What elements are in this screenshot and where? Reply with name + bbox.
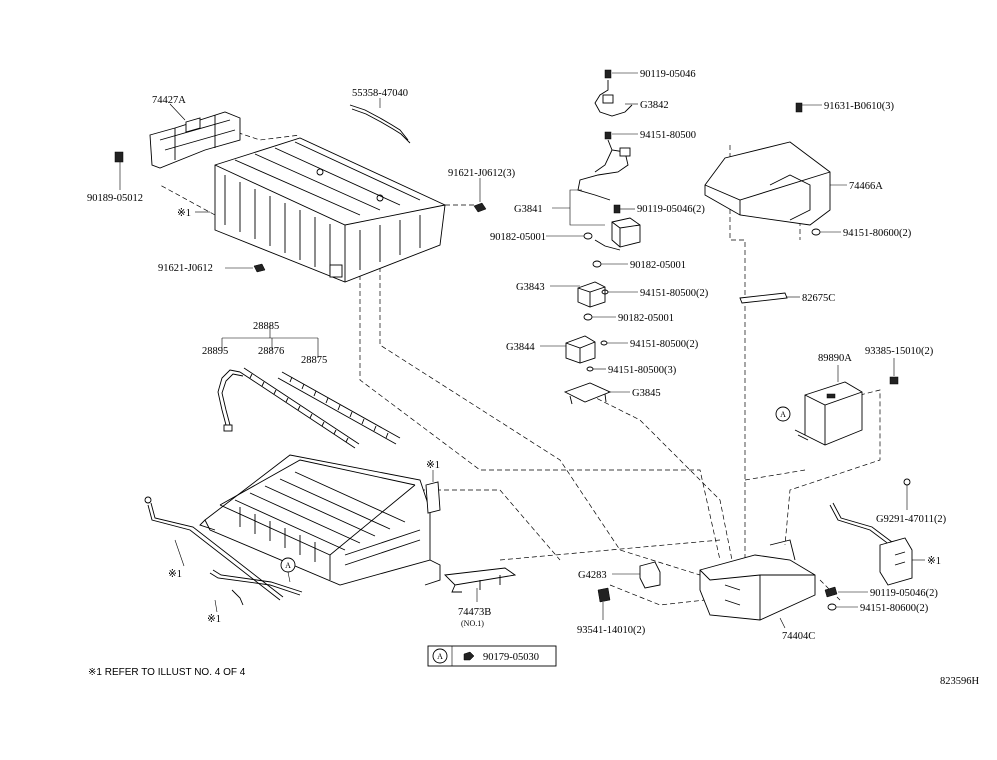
bracket-G4283: [639, 561, 661, 589]
cover-74466a: [704, 141, 831, 226]
label-74473b-sub: (NO.1): [461, 619, 484, 628]
label-28885: 28885: [253, 321, 279, 332]
bolt-93385: [889, 376, 899, 385]
ecu-89890a: [794, 381, 863, 446]
label-82675c: 82675C: [802, 293, 835, 304]
label-28875: 28875: [301, 355, 327, 366]
label-89890a: 89890A: [818, 353, 852, 364]
busbar-28876: [239, 367, 360, 449]
label-90182-b: 90182-05001: [630, 260, 686, 271]
clip-90189: [114, 151, 124, 163]
label-G3844: G3844: [506, 342, 535, 353]
seal-82675c: [739, 292, 788, 304]
wire-G3841: [577, 131, 631, 201]
battery-module-stack: [199, 454, 441, 586]
battery-upper-cover: [214, 137, 446, 283]
label-x1-bot: ※1: [207, 614, 221, 625]
legend-box: A 90179-05030: [427, 645, 557, 667]
label-94151-80600-2a: 94151-80600(2): [843, 228, 912, 239]
label-90182-a: 90182-05001: [490, 232, 546, 243]
label-90189: 90189-05012: [87, 193, 143, 204]
label-93541: 93541-14010(2): [577, 625, 646, 636]
label-91621: 91621-J0612: [158, 263, 213, 274]
label-G4283: G4283: [578, 570, 607, 581]
label-93385: 93385-15010(2): [865, 346, 934, 357]
label-G3843: G3843: [516, 282, 545, 293]
nut-94151-80600-a: [811, 228, 821, 236]
cable-55358: [349, 104, 411, 144]
marker-a-2: A: [775, 406, 791, 422]
bolt-91621-a: [473, 202, 487, 213]
label-x1-mid: ※1: [426, 460, 440, 471]
part-labels: 74427A 55358-47040 90189-05012 ※1 91621-…: [87, 69, 947, 642]
legend-part: 90179-05030: [483, 652, 539, 663]
bolt-93541: [597, 587, 611, 603]
label-74466a: 74466A: [849, 181, 883, 192]
sensor-G9291: [829, 478, 913, 586]
label-74404c: 74404C: [782, 631, 815, 642]
rod-x1-bot: [209, 569, 303, 606]
label-x1-top: ※1: [177, 208, 191, 219]
bolt-91631: [795, 102, 803, 113]
label-55358: 55358-47040: [352, 88, 408, 99]
nut-90119-b: [824, 586, 838, 598]
wire-28895: [217, 369, 244, 432]
bracket-28885: [221, 325, 319, 358]
label-28895: 28895: [202, 346, 228, 357]
label-90119-05046: 90119-05046: [640, 69, 696, 80]
footnote: ※1 REFER TO ILLUST NO. 4 OF 4: [88, 667, 246, 678]
bolt-91621-b: [253, 263, 266, 273]
busbar-28875: [277, 371, 401, 445]
rod-x1-left: [144, 496, 284, 601]
label-94151-80500-2b: 94151-80500(2): [630, 339, 699, 350]
marker-a-2-label: A: [780, 410, 786, 419]
label-94151-80500-3: 94151-80500(3): [608, 365, 677, 376]
label-91631: 91631-B0610(3): [824, 101, 894, 112]
bracket-G3845: [563, 382, 612, 405]
label-74473b: 74473B: [458, 607, 491, 618]
label-G3841: G3841: [514, 204, 543, 215]
label-x1-left: ※1: [168, 569, 182, 580]
marker-a-1: A: [280, 557, 296, 573]
wire-G3842: [594, 69, 633, 117]
label-94151-80600-2b: 94151-80600(2): [860, 603, 929, 614]
label-G9291: G9291-47011(2): [876, 514, 947, 525]
label-90182-c: 90182-05001: [618, 313, 674, 324]
label-G3845: G3845: [632, 388, 661, 399]
nut-90182-a: [583, 232, 593, 240]
relay-G3843: [577, 260, 609, 308]
relay-G3844: [565, 313, 608, 372]
label-74427a: 74427A: [152, 95, 186, 106]
label-94151-80500: 94151-80500: [640, 130, 696, 141]
label-G3842: G3842: [640, 100, 669, 111]
leader-lines: [119, 72, 925, 629]
legend-nut-icon: [463, 651, 475, 661]
relay-G3841: [594, 204, 641, 251]
diagram-id: 823596H: [940, 676, 980, 687]
battery-cover-bracket-74427a: [149, 111, 241, 169]
bracket-x1-mid: [425, 481, 441, 514]
bracket-74473b: [444, 567, 517, 593]
label-91621-3: 91621-J0612(3): [448, 168, 516, 179]
legend-marker: A: [437, 652, 443, 661]
marker-a-1-label: A: [285, 561, 291, 570]
label-x1-right: ※1: [927, 556, 941, 567]
label-90119-05046-2: 90119-05046(2): [637, 204, 705, 215]
label-94151-80500-2a: 94151-80500(2): [640, 288, 709, 299]
bracket-74404c: [699, 539, 816, 621]
label-28876: 28876: [258, 346, 284, 357]
label-90119-05046-2b: 90119-05046(2): [870, 588, 938, 599]
nut-94151-80600-b: [827, 603, 837, 611]
